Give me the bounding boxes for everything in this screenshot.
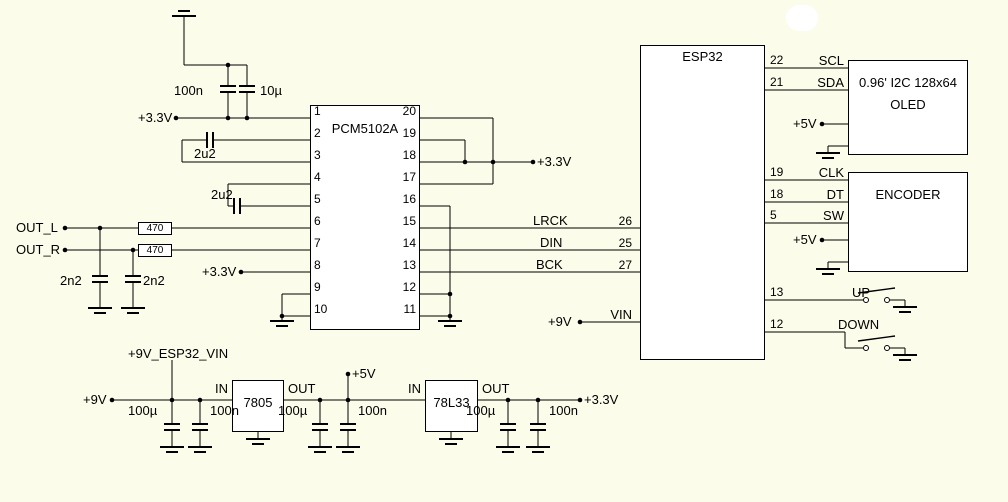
cap-label-100n: 100n (174, 83, 203, 98)
net-label-9v-esp32-vin: +9V_ESP32_VIN (128, 346, 229, 361)
net-label-9v: +9V (83, 392, 107, 407)
esp32-pin-number-sw: 5 (770, 208, 777, 222)
esp32-pin-number-scl: 22 (770, 53, 784, 67)
reg-pin-out: OUT (288, 381, 316, 396)
esp32-pin-number-sda: 21 (770, 75, 784, 89)
pcm-pin-number: 14 (402, 236, 416, 250)
net-label-3v3: +3.3V (584, 392, 619, 407)
cap-label-100n: 100n (358, 403, 387, 418)
pcm-pin-number: 10 (314, 302, 328, 316)
cap-label-100n: 100n (210, 403, 239, 418)
net-label-din: DIN (540, 235, 563, 250)
pcm-pin-number: 12 (402, 280, 416, 294)
pcm-pin-number: 9 (314, 280, 321, 294)
pin-label-dt: DT (826, 187, 844, 202)
net-label-3v3: +3.3V (138, 110, 173, 125)
net-label-5v: +5V (793, 116, 817, 131)
pcm-pin-number: 15 (402, 214, 416, 228)
esp32-pin-number-bck: 27 (618, 258, 632, 272)
net-label-bck: BCK (536, 257, 563, 272)
esp32-pin-number-up: 13 (770, 285, 784, 299)
net-label-lrck: LRCK (533, 213, 568, 228)
pcm-pin-number: 18 (402, 148, 416, 162)
pcm-pin-number: 19 (402, 126, 416, 140)
pcm-pin-number: 17 (402, 170, 416, 184)
resistor-value: 470 (146, 244, 164, 256)
pcm-pin-number: 4 (314, 170, 321, 184)
net-label-5v: +5V (352, 366, 376, 381)
esp32-pin-number-din: 25 (618, 236, 632, 250)
cap-label-2n2: 2n2 (143, 273, 165, 288)
cap-label-2u2: 2u2 (211, 187, 233, 202)
pcm-pin-number: 20 (402, 104, 416, 118)
pcm-pin-number: 3 (314, 148, 321, 162)
pcm5102a-body (310, 105, 420, 330)
white-patch (786, 5, 818, 31)
reg-pin-in: IN (215, 381, 228, 396)
cap-label-2n2: 2n2 (60, 273, 82, 288)
cap-label-10u: 10µ (260, 83, 282, 98)
pcm-pin-number: 5 (314, 192, 321, 206)
encoder-body (848, 172, 968, 272)
net-label-3v3: +3.3V (202, 264, 237, 279)
net-label-3v3: +3.3V (537, 154, 572, 169)
wires (67, 16, 906, 447)
pcm-pin-number: 13 (402, 258, 416, 272)
resistor-470-right: 470 (138, 244, 172, 257)
pcm5102a-label: PCM5102A (331, 121, 399, 136)
resistor-470-left: 470 (138, 222, 172, 235)
capacitor-plates-and-ground-symbols (88, 10, 917, 453)
button-label-up: UP (852, 285, 871, 300)
esp32-pin-number-clk: 19 (770, 165, 784, 179)
regulator-78l33-label: 78L33 (433, 395, 470, 410)
encoder-label: ENCODER (875, 187, 941, 202)
regulator-7805-body (232, 380, 284, 432)
reg-pin-out: OUT (482, 381, 510, 396)
oled-label: OLED (890, 97, 926, 112)
pin-label-clk: CLK (818, 165, 844, 180)
cap-label-100u: 100µ (466, 403, 496, 418)
button-label-down: DOWN (838, 317, 880, 332)
esp32-body (640, 45, 765, 360)
pcm-pin-number: 7 (314, 236, 321, 250)
resistor-value: 470 (146, 222, 164, 234)
pcm-pin-number: 2 (314, 126, 321, 140)
junction-dots (62, 62, 825, 403)
pin-label-scl: SCL (818, 53, 844, 68)
pcm-pin-number: 8 (314, 258, 321, 272)
oled-title: 0.96' I2C 128x64 (859, 75, 957, 90)
reg-pin-in: IN (408, 381, 421, 396)
esp32-pin-number-lrck: 26 (618, 214, 632, 228)
pcm-pin-number: 6 (314, 214, 321, 228)
pcm-pin-number: 11 (403, 302, 416, 316)
regulator-7805-label: 7805 (243, 395, 273, 410)
esp32-pin-number-dt: 18 (770, 187, 784, 201)
cap-label-100n: 100n (549, 403, 578, 418)
regulator-78l33-body (425, 380, 478, 432)
oled-body (848, 60, 968, 155)
cap-label-100u: 100µ (278, 403, 308, 418)
net-label-5v: +5V (793, 232, 817, 247)
esp32-label: ESP32 (682, 49, 723, 64)
cap-label-100u: 100µ (128, 403, 158, 418)
pin-label-vin: VIN (610, 307, 632, 322)
cap-label-2u2: 2u2 (194, 146, 216, 161)
pin-label-sda: SDA (817, 75, 844, 90)
pcm-pin-number: 1 (314, 104, 321, 118)
net-label-9v: +9V (548, 314, 572, 329)
esp32-pin-number-down: 12 (770, 317, 784, 331)
pcm-pin-number: 16 (402, 192, 416, 206)
pushbutton-levers (857, 287, 896, 342)
pin-label-sw: SW (823, 208, 844, 223)
pushbutton-contacts (863, 297, 890, 351)
net-label-out-l: OUT_L (16, 220, 58, 235)
net-label-out-r: OUT_R (16, 242, 61, 257)
